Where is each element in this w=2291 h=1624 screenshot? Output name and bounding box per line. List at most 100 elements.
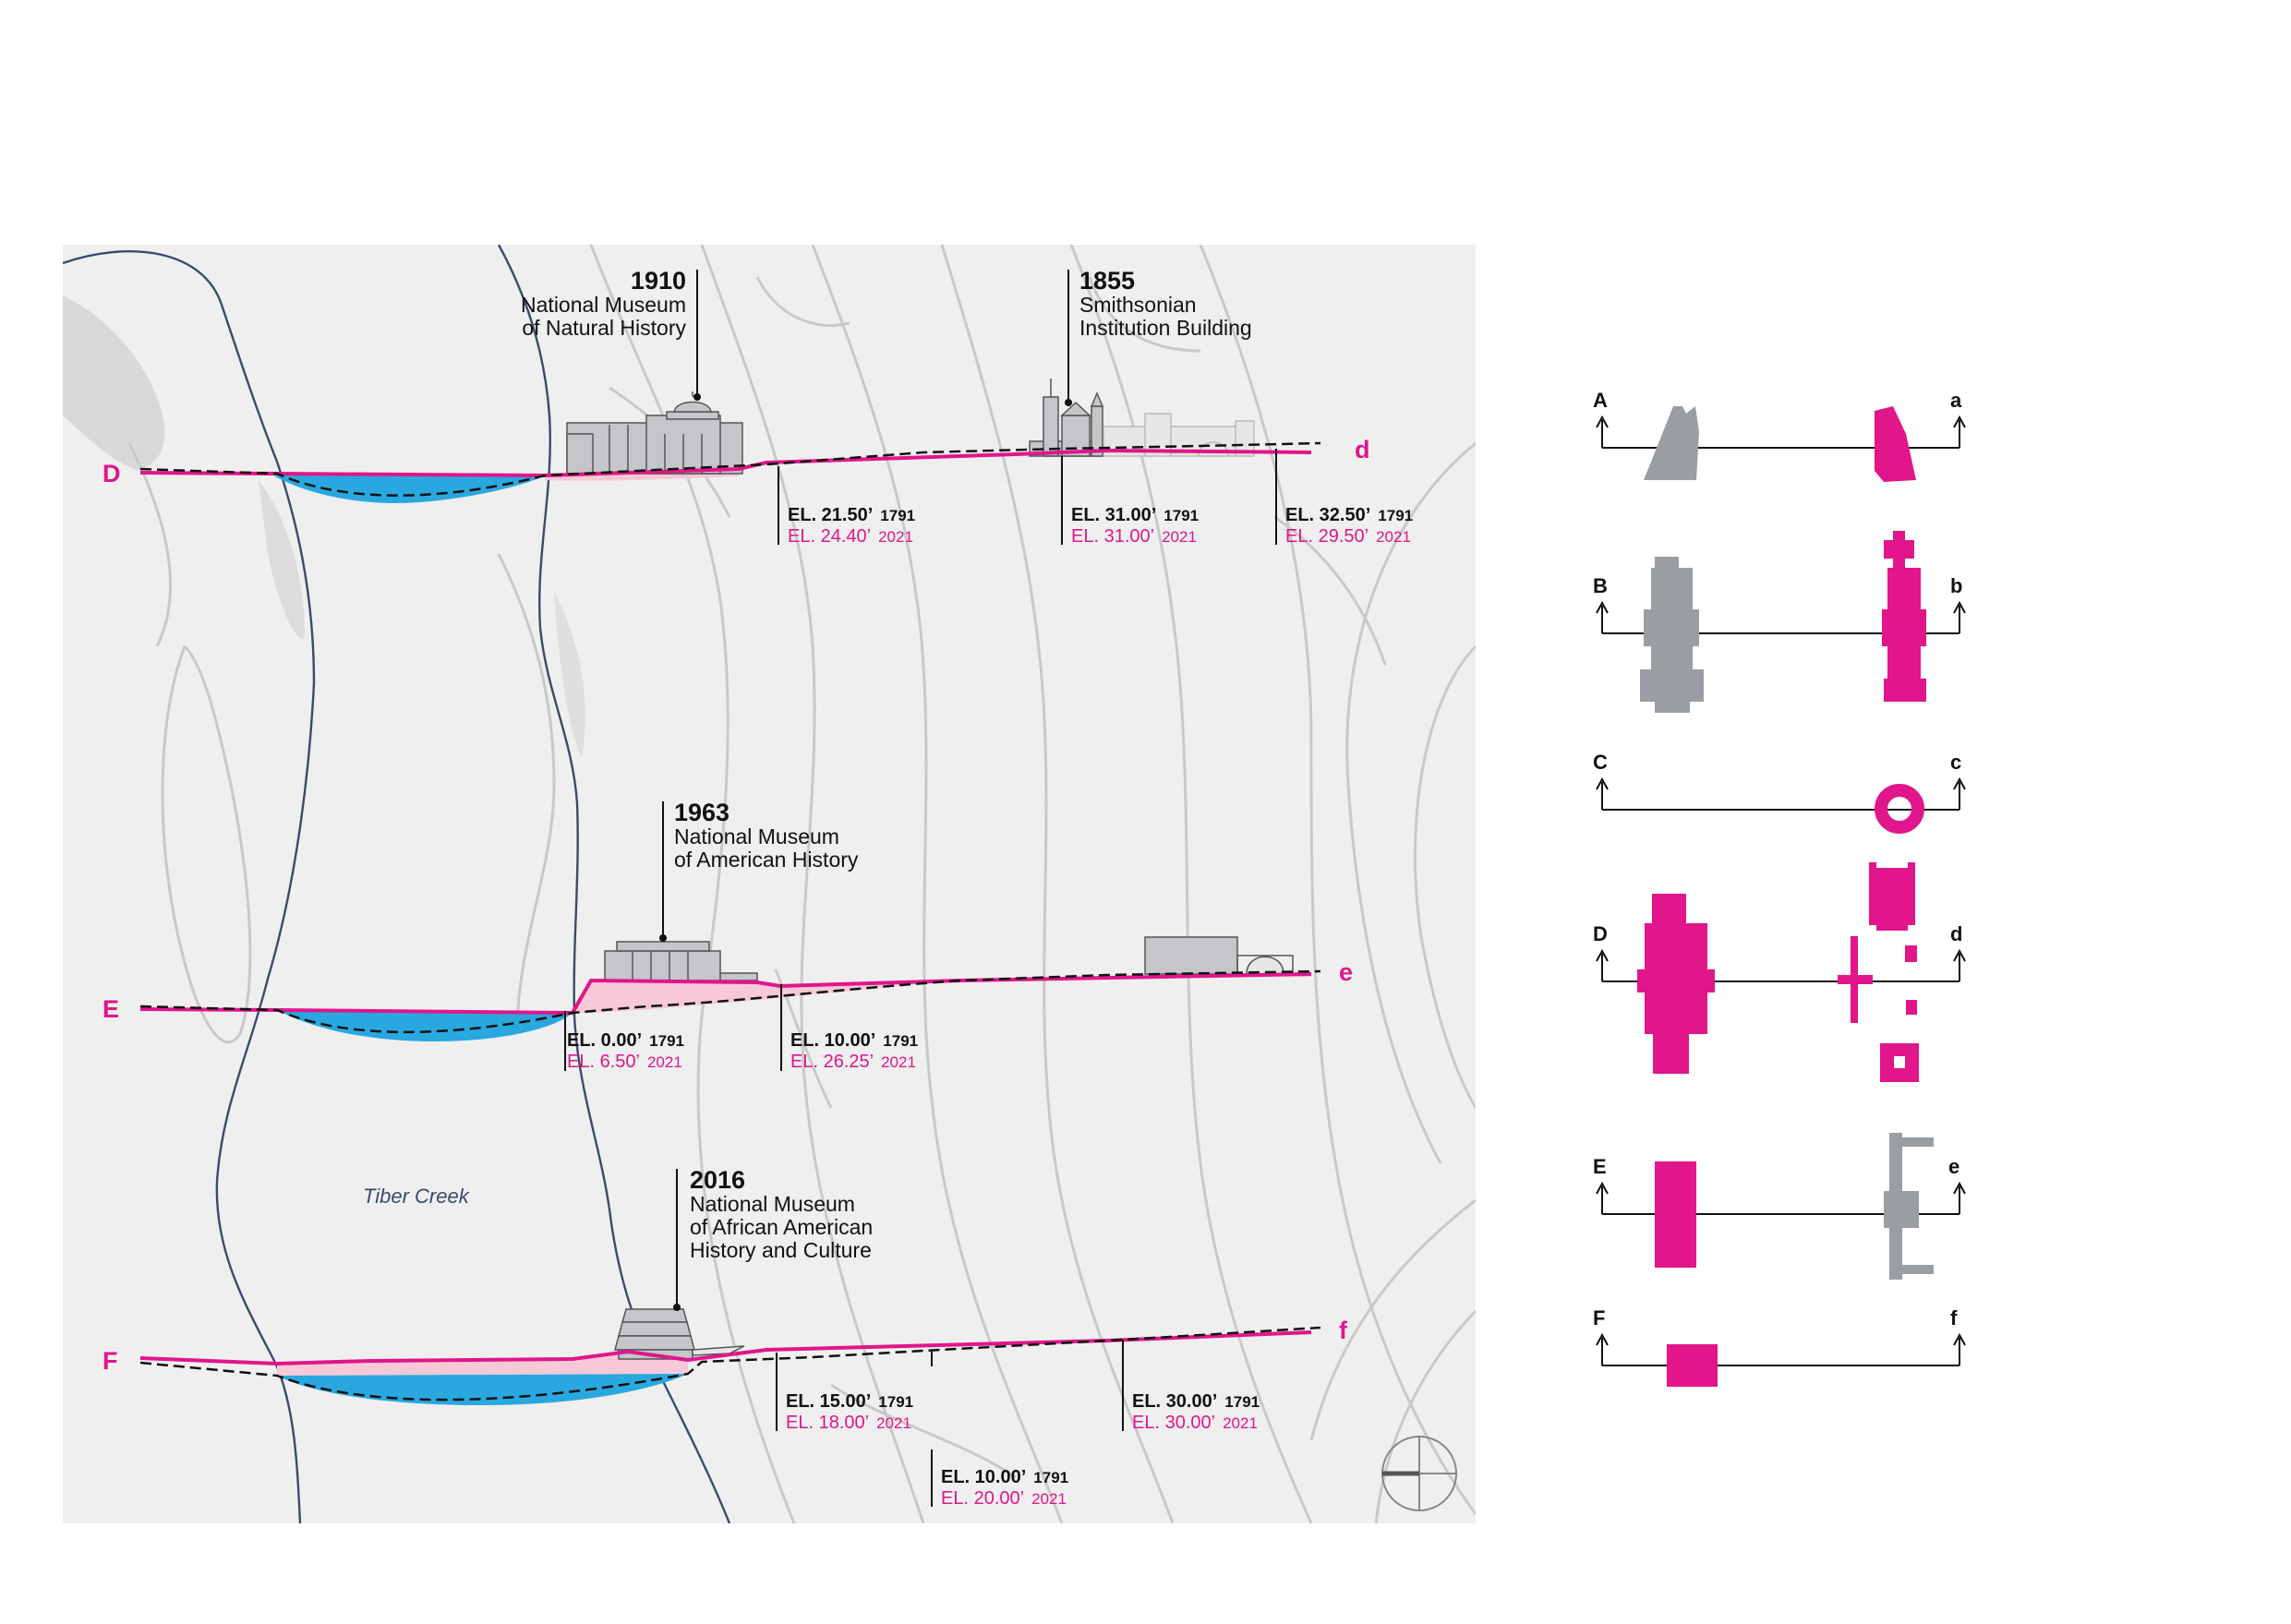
key-plan-end-label: c	[1950, 751, 1961, 774]
svg-text:EL. 31.00’1791: EL. 31.00’ 1791	[1071, 505, 1199, 525]
elevation-tag: EL. 30.00’1791 EL. 30.00’2021	[1122, 1340, 1260, 1433]
building-name-line: History and Culture	[690, 1238, 872, 1262]
contour-line	[1309, 1198, 1476, 1441]
key-plan-start-label: A	[1593, 389, 1608, 412]
year-1791: 1791	[1033, 1469, 1068, 1486]
contour-line	[700, 245, 925, 1523]
elevation-2021: EL. 18.00’	[786, 1413, 869, 1433]
building-footprint	[1869, 862, 1915, 931]
existing-grade-line	[139, 1330, 1312, 1366]
year-1791: 1791	[1378, 507, 1413, 524]
year-2021: 2021	[1376, 528, 1411, 546]
building-footprint	[1875, 784, 1924, 834]
contour-line	[1273, 515, 1387, 666]
year-1791: 1791	[1224, 1393, 1260, 1411]
svg-text:EL. 32.50’1791: EL. 32.50’ 1791	[1285, 505, 1413, 525]
elevation-2021: EL. 6.50’	[567, 1052, 640, 1072]
historic-grade-line	[139, 969, 1321, 1034]
elevation-2021: EL. 24.40’	[788, 526, 871, 547]
contour-line	[1069, 245, 1313, 1523]
elevation-2021: EL. 29.50’	[1285, 526, 1369, 547]
svg-text:EL. 10.00’1791: EL. 10.00’ 1791	[941, 1467, 1068, 1487]
contour-line	[1374, 1309, 1476, 1523]
year-2021: 2021	[1162, 528, 1197, 546]
historic-grade-line	[139, 441, 1321, 497]
svg-text:EL. 0.00’1791: EL. 0.00’1791	[567, 1030, 684, 1051]
year-1791: 1791	[1164, 507, 1199, 524]
water-body	[277, 1010, 573, 1041]
natural-history-museum	[566, 391, 743, 475]
elevation-tag: EL. 31.00’ 1791 EL. 31.00’ 2021	[1061, 456, 1199, 547]
shaded-bank	[63, 295, 165, 471]
building-footprint	[1667, 1344, 1718, 1387]
key-plan: A a	[1593, 389, 1966, 482]
year-1791: 1791	[883, 1032, 918, 1050]
building-year: 1963	[674, 799, 730, 826]
svg-text:EL. 6.50’2021: EL. 6.50’2021	[567, 1052, 682, 1072]
elevation-tag: EL. 15.00’1791 EL. 18.00’ 2021	[776, 1353, 913, 1433]
contour-lines	[127, 245, 1476, 1523]
map-background	[63, 245, 1476, 1523]
key-plan-start-label: C	[1593, 751, 1608, 774]
contour-line	[1088, 276, 1201, 353]
building-name-line: National Museum	[690, 1192, 855, 1216]
section-e: E e	[102, 936, 1353, 1041]
elevation-2021: EL. 20.00’	[941, 1488, 1024, 1509]
key-plan: F f	[1593, 1306, 1966, 1387]
east-building	[1144, 936, 1294, 975]
elevation-1791: EL. 10.00’	[941, 1467, 1026, 1487]
elevation-tag: EL. 0.00’1791 EL. 6.50’2021	[564, 1011, 684, 1072]
key-plan-start-label: D	[1593, 922, 1608, 945]
elevation-1791: EL. 30.00’	[1132, 1391, 1217, 1412]
building-callout: 2016 National Museum of African American…	[673, 1166, 873, 1311]
building-footprint	[1644, 406, 1699, 480]
building-footprint	[1884, 1133, 1934, 1280]
elevation-1791: EL. 21.50’	[788, 505, 873, 525]
building-name-line: National Museum	[521, 293, 686, 317]
key-plan: C c	[1593, 751, 1966, 834]
section-end-label: e	[1339, 958, 1353, 986]
building-year: 1910	[631, 267, 686, 295]
building-callout: 1910 National Museum of Natural History	[521, 267, 701, 401]
building-year: 2016	[690, 1166, 745, 1194]
year-2021: 2021	[1031, 1490, 1067, 1508]
building-callout: 1855 Smithsonian Institution Building	[1065, 267, 1252, 406]
elevation-1791: EL. 10.00’	[790, 1030, 875, 1051]
year-2021: 2021	[876, 1414, 911, 1432]
shaded-bank	[259, 480, 305, 639]
african-american-museum	[614, 1308, 745, 1360]
svg-text:EL. 29.50’2021: EL. 29.50’ 2021	[1285, 526, 1411, 547]
elevation-2021: EL. 26.25’	[790, 1052, 874, 1072]
contour-line	[755, 276, 850, 328]
shaded-bank	[554, 591, 585, 757]
building-name-line: National Museum	[674, 824, 839, 848]
key-plan-start-label: E	[1593, 1155, 1607, 1178]
year-1791: 1791	[649, 1032, 684, 1050]
key-plan-end-label: a	[1950, 389, 1962, 412]
svg-text:EL. 24.40’2021: EL. 24.40’ 2021	[788, 526, 913, 547]
elevation-1791: EL. 31.00’	[1071, 505, 1156, 525]
north-arrow-icon	[1381, 1436, 1457, 1511]
key-plan-start-label: F	[1593, 1306, 1605, 1329]
svg-text:EL. 21.50’1791: EL. 21.50’1791	[788, 505, 915, 525]
key-plan: E e	[1593, 1133, 1966, 1280]
creek-label: Tiber Creek	[363, 1185, 470, 1208]
year-2021: 2021	[878, 528, 913, 546]
existing-grade-line	[139, 972, 1312, 1016]
building-footprint	[1906, 1000, 1917, 1015]
contour-line	[161, 644, 252, 1044]
key-plan-end-label: e	[1948, 1155, 1959, 1178]
historic-map: Tiber Creek	[63, 245, 1476, 1523]
elevation-1791: EL. 32.50’	[1285, 505, 1370, 525]
building-name-line: Institution Building	[1079, 316, 1252, 340]
svg-text:EL. 18.00’2021: EL. 18.00’ 2021	[786, 1413, 911, 1433]
section-end-label: f	[1339, 1317, 1348, 1344]
contour-line	[497, 553, 556, 1035]
contour-line	[1199, 245, 1476, 1515]
year-1791: 1791	[878, 1393, 913, 1411]
contour-line	[1345, 441, 1476, 1164]
elevation-2021: EL. 31.00’	[1071, 526, 1154, 547]
svg-text:EL. 15.00’1791: EL. 15.00’1791	[786, 1391, 913, 1412]
